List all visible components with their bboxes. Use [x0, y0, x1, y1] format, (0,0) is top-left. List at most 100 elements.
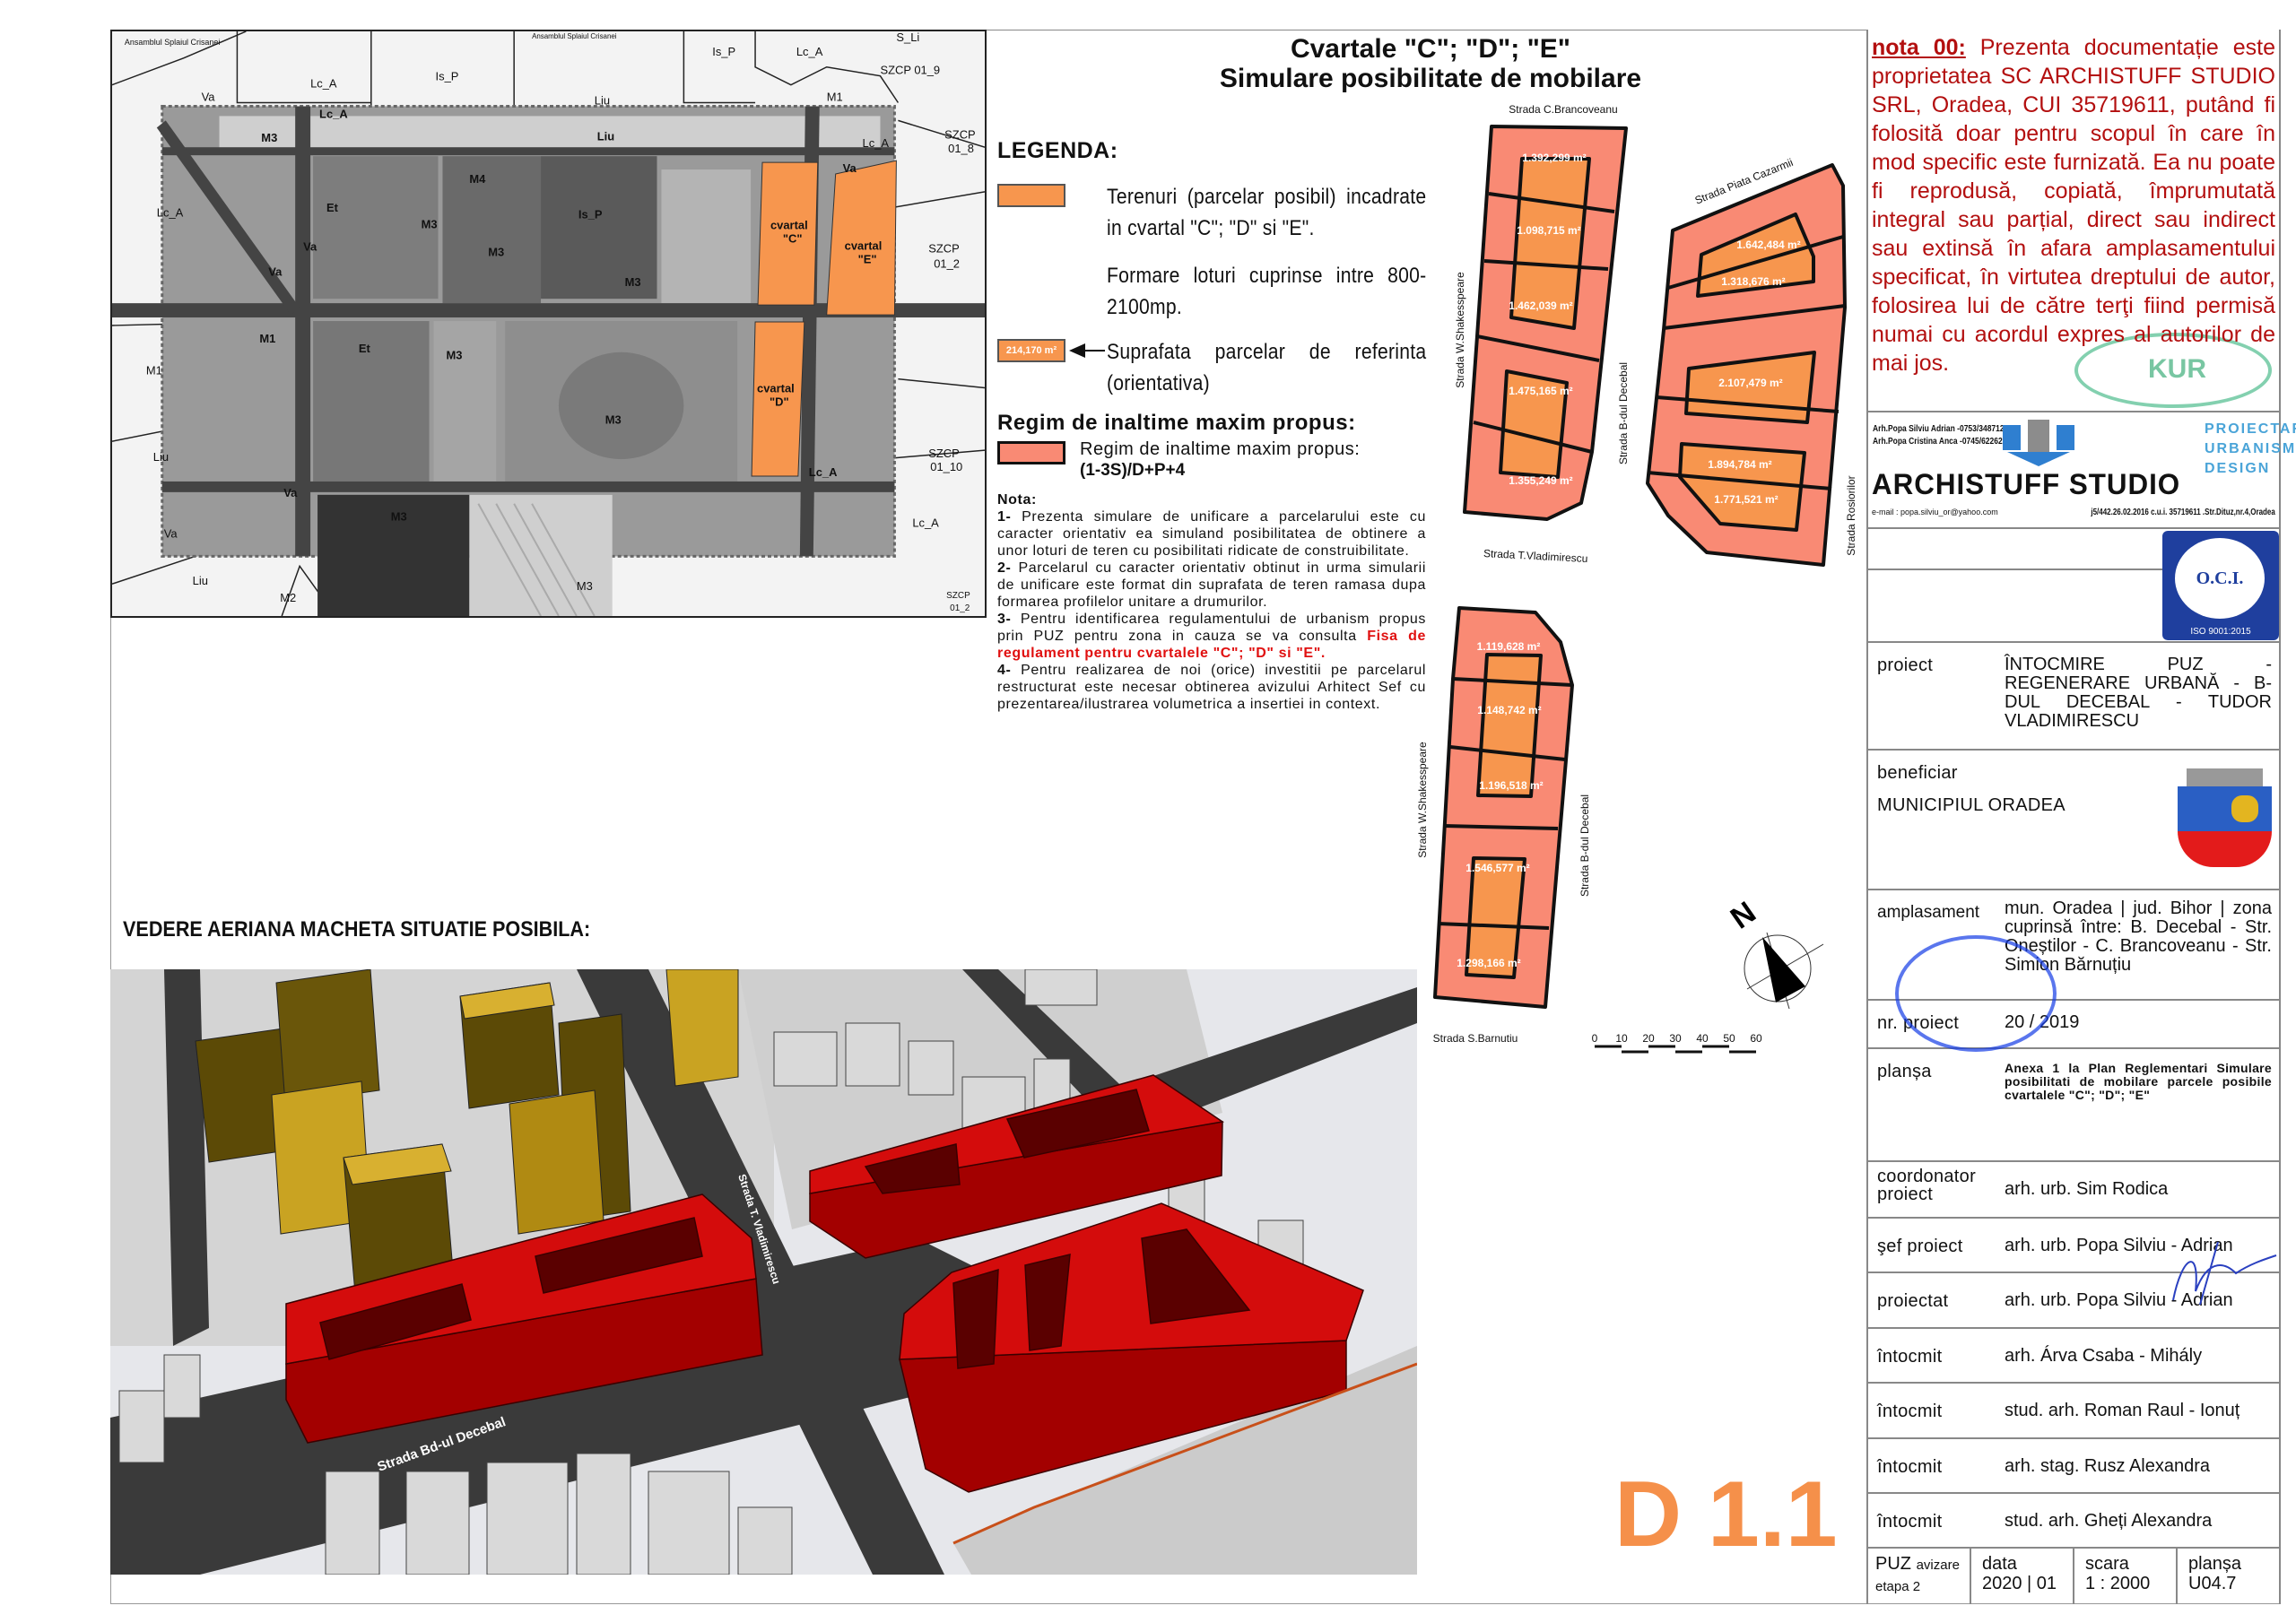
map-label: Liu [153, 450, 169, 464]
note-3: 3- Pentru identificarea regulamentului d… [997, 611, 1426, 662]
street-label: Strada B-dul Decebal [1617, 362, 1630, 464]
phase-label: etapa 2 [1875, 1579, 1921, 1594]
tagline: PROIECTARE [2205, 421, 2296, 437]
scale-tick: 0 [1592, 1032, 1598, 1045]
scale-label: scara [2085, 1554, 2129, 1574]
map-label: M3 [625, 275, 641, 289]
proposed-block-e [899, 1202, 1364, 1493]
row-label: întocmit [1877, 1457, 1943, 1477]
row-label: întocmit [1877, 1347, 1943, 1367]
row-value: stud. arh. Roman Raul - Ionuț [2005, 1401, 2240, 1420]
contact-2: Arh.Popa Cristina Anca -0745/622629 [1873, 437, 2007, 447]
legend-swatch-regim [997, 441, 1065, 464]
map-label: M3 [422, 218, 438, 231]
oci-logo-icon: O.C.I. ISO 9001:2015 [2162, 531, 2279, 640]
sheet-label: planșa [2188, 1554, 2241, 1574]
parcel-area-label: 1.148,742 m² [1477, 704, 1541, 716]
map-label: cvartal [770, 219, 808, 232]
note-text: Pentru identificarea regulamentului de u… [997, 612, 1426, 644]
map-label: Liu [193, 574, 208, 587]
map-label: M3 [605, 412, 622, 426]
scale-tick: 60 [1750, 1032, 1762, 1045]
oci-iso: ISO 9001:2015 [2190, 627, 2251, 637]
street-label: Strada S.Barnutiu [1433, 1032, 1518, 1045]
aerial-view-model: Strada Bd-ul Decebal Strada T. Vladimire… [110, 968, 1418, 1597]
map-label: S_Li [896, 31, 919, 44]
row-sef-proiect: şef proiect arh. urb. Popa Silviu - Adria… [1868, 1219, 2279, 1273]
parcel-area-label: 1.546,577 m² [1465, 862, 1529, 874]
map-drawing: Ansamblul Splaiul Crisanei Ansamblul Spl… [111, 30, 986, 617]
map-label: Liu [597, 129, 615, 143]
date-value: 2020 | 01 [1982, 1574, 2057, 1593]
map-label: M2 [280, 591, 296, 604]
scale-tick: 20 [1642, 1032, 1655, 1045]
note-number: 4- [997, 663, 1012, 678]
parcel-area-label: 1.771,521 m² [1714, 493, 1778, 506]
note-text: Prezenta simulare de unificare a parcela… [997, 509, 1426, 559]
map-label: Lc_A [796, 45, 823, 58]
row-label: întocmit [1877, 1402, 1943, 1421]
map-label: Lc_A [319, 107, 348, 120]
date-label: data [1982, 1554, 2017, 1574]
parcel-area-label: 1.392,299 m² [1522, 152, 1586, 164]
company-registration: j5/442.26.02.2016 c.u.i. 35719611 .Str.D… [2091, 508, 2275, 517]
map-label: Va [303, 240, 317, 254]
proposed-block-c [809, 1074, 1224, 1259]
row-intocmit-2: întocmit stud. arh. Roman Raul - Ionuț [1868, 1384, 2279, 1439]
street-label: Strada C.Brancoveanu [1509, 103, 1617, 116]
parcel-area-label: 1.196,518 m² [1479, 779, 1543, 792]
map-label: Lc_A [157, 206, 184, 220]
scale-tick: 10 [1615, 1032, 1628, 1045]
north-arrow-icon: N [1725, 895, 1824, 1010]
phase-label: avizare [1916, 1558, 1960, 1573]
signature-icon [2172, 1241, 2277, 1306]
stamp-text: KUR [2148, 354, 2206, 384]
row-beneficiar: beneficiar MUNICIPIUL ORADEA [1868, 751, 2279, 890]
map-label: Ansamblul Splaiul Crisanei [125, 38, 220, 47]
note-4: 4- Pentru realizarea de noi (orice) inve… [997, 662, 1426, 713]
row-value: arh. stag. Rusz Alexandra [2005, 1456, 2211, 1476]
scale-value: 1 : 2000 [2085, 1574, 2151, 1593]
row-label: şef proiect [1877, 1237, 1963, 1256]
map-label: Et [326, 201, 339, 214]
parcel-area-label: 1.355,249 m² [1509, 474, 1572, 487]
map-label: Va [202, 91, 216, 104]
certification-block: O.C.I. ISO 9001:2015 [1868, 529, 2279, 643]
note-1: 1- Prezenta simulare de unificare a parc… [997, 508, 1426, 560]
proposed-block-d [285, 1193, 763, 1444]
note-2: 2- Parcelarul cu caracter orientativ obt… [997, 560, 1426, 611]
sheet-value: U04.7 [2188, 1574, 2237, 1593]
note-number: 3- [997, 612, 1012, 627]
legend-heading: LEGENDA: [997, 138, 1118, 163]
map-label: Ansamblul Splaiul Crisanei [532, 32, 617, 40]
arrow-left-icon [1069, 343, 1085, 358]
map-label: SZCP [946, 591, 970, 601]
map-label: "D" [770, 395, 789, 408]
phase-label: PUZ [1875, 1554, 1911, 1574]
aerial-view-heading: VEDERE AERIANA MACHETA SITUATIE POSIBILA… [123, 917, 591, 942]
row-intocmit-3: întocmit arh. stag. Rusz Alexandra [1868, 1439, 2279, 1494]
company-logo-icon [2003, 420, 2074, 466]
map-label: M1 [827, 91, 843, 104]
notes-heading: Nota: [997, 492, 1037, 508]
map-label: SZCP [928, 241, 960, 255]
map-label: cvartal [845, 239, 883, 253]
sheet-code: D 1.1 [1614, 1462, 1838, 1567]
title-line-1: Cvartale "C"; "D"; "E" [1290, 34, 1571, 64]
map-label: M1 [259, 332, 275, 345]
map-label: 01_8 [948, 142, 974, 155]
row-value: arh. urb. Popa Silviu - Adrian [2005, 1236, 2233, 1255]
map-label: "E" [858, 252, 877, 265]
row-label: proiect [1877, 655, 1934, 675]
note-text: Parcelarul cu caracter orientativ obtinu… [997, 560, 1426, 610]
contact-1: Arh.Popa Silviu Adrian -0753/348712 [1873, 424, 2005, 434]
scale-tick: 30 [1669, 1032, 1682, 1045]
map-label: cvartal [757, 382, 795, 395]
map-label: Is_P [712, 45, 735, 58]
map-label: Et [359, 342, 371, 355]
map-zone-labels: Ansamblul Splaiul Crisanei Ansamblul Spl… [125, 30, 976, 613]
